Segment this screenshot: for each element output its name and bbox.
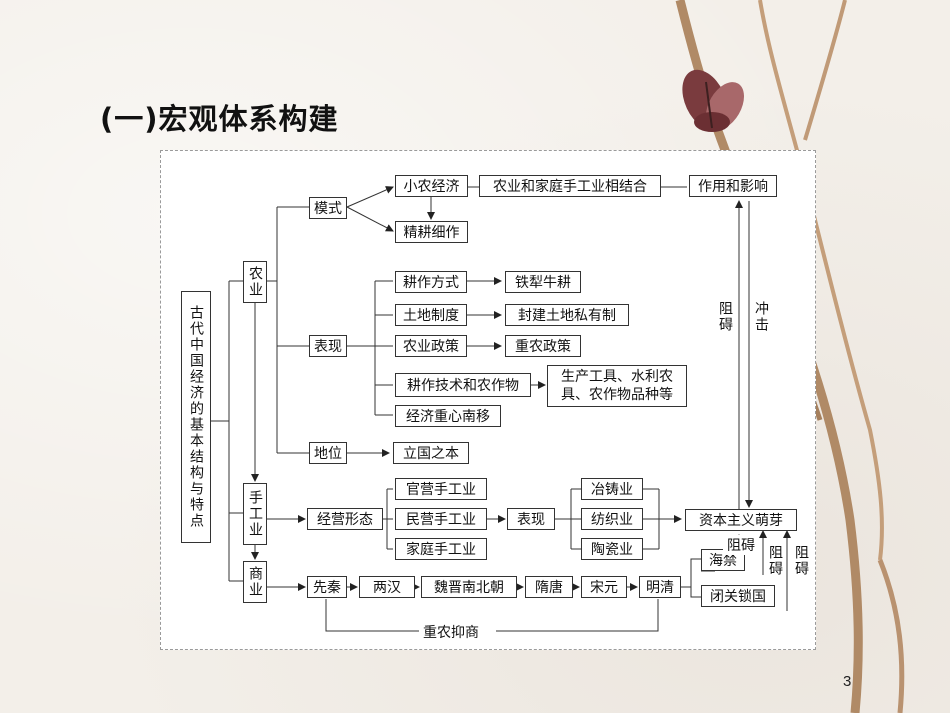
feudal-land-box: 封建土地私有制 — [505, 304, 629, 326]
hinder-label-1: 阻碍 — [717, 301, 733, 333]
ming-qing-box: 明清 — [639, 576, 681, 598]
effect-box: 作用和影响 — [689, 175, 777, 197]
foundation-box: 立国之本 — [393, 442, 469, 464]
intensive-box: 精耕细作 — [395, 221, 468, 243]
status-box: 地位 — [309, 442, 347, 464]
sui-tang-box: 隋唐 — [525, 576, 573, 598]
diagram-connectors — [211, 186, 791, 632]
tech-crops-box: 耕作技术和农作物 — [395, 373, 531, 397]
closed-box: 闭关锁国 — [701, 585, 775, 607]
hinder-label-4: 阻碍 — [793, 545, 809, 577]
hinder-label-2: 阻碍 — [723, 535, 759, 555]
diagram-panel: 古代中国经济的基本结构与特点 农业 手工业 商业 模式 小农经济 农业和家庭手工… — [160, 150, 816, 650]
commerce-box: 商业 — [243, 561, 267, 603]
agriculture-box: 农业 — [243, 261, 267, 303]
small-peasant-box: 小农经济 — [395, 175, 468, 197]
han-box: 两汉 — [359, 576, 415, 598]
family-box: 家庭手工业 — [395, 538, 487, 560]
ceramics-box: 陶瓷业 — [581, 538, 643, 560]
pre-qin-box: 先秦 — [307, 576, 347, 598]
page-number: 3 — [843, 673, 852, 690]
mode-box: 模式 — [309, 197, 347, 219]
agri-policy-box: 农业政策 — [395, 335, 467, 357]
farming-method-box: 耕作方式 — [395, 271, 467, 293]
emphasis-agri-box: 重农政策 — [505, 335, 581, 357]
page-title: (一)宏观体系构建 — [100, 102, 339, 136]
textile-box: 纺织业 — [581, 508, 643, 530]
song-yuan-box: 宋元 — [581, 576, 627, 598]
handicraft-box: 手工业 — [243, 483, 267, 545]
official-box: 官营手工业 — [395, 478, 487, 500]
tools-box: 生产工具、水利农具、农作物品种等 — [547, 365, 687, 407]
performance-box: 表现 — [309, 335, 347, 357]
wei-jin-box: 魏晋南北朝 — [421, 576, 517, 598]
operation-box: 经营形态 — [307, 508, 383, 530]
agri-over-commerce-label: 重农抑商 — [419, 622, 483, 642]
impact-label: 冲击 — [753, 301, 769, 333]
capitalism-box: 资本主义萌芽 — [685, 509, 797, 531]
private-box: 民营手工业 — [395, 508, 487, 530]
hinder-label-3: 阻碍 — [767, 545, 783, 577]
iron-plough-box: 铁犁牛耕 — [505, 271, 581, 293]
combine-box: 农业和家庭手工业相结合 — [479, 175, 661, 197]
performance2-box: 表现 — [507, 508, 555, 530]
root-box: 古代中国经济的基本结构与特点 — [181, 291, 211, 543]
land-system-box: 土地制度 — [395, 304, 467, 326]
center-shift-box: 经济重心南移 — [395, 405, 501, 427]
metallurgy-box: 冶铸业 — [581, 478, 643, 500]
